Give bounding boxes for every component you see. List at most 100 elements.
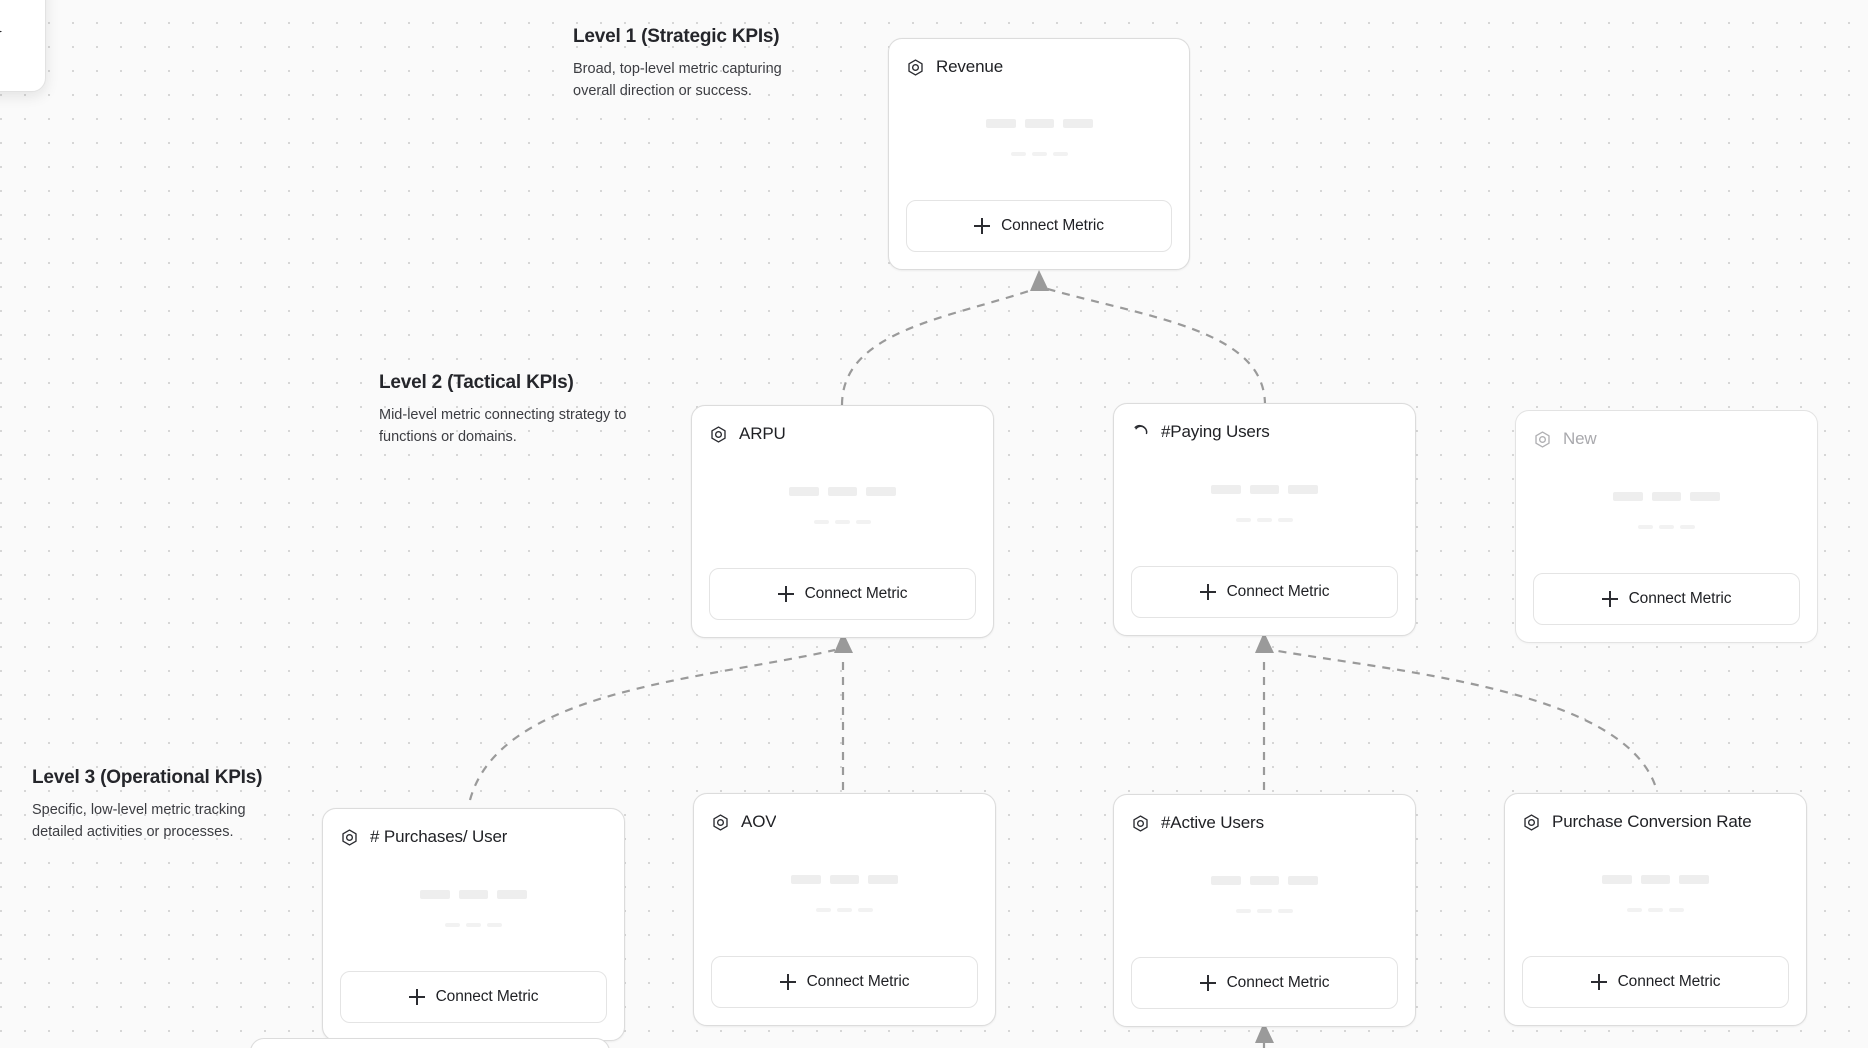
skeleton-row-secondary [1236,908,1293,913]
connect-metric-button[interactable]: Connect Metric [340,971,607,1023]
connect-metric-label: Connect Metric [435,988,539,1005]
card-header: #Active Users [1131,811,1398,835]
skeleton-row-secondary [814,519,871,524]
card-skeleton-body [1131,835,1398,957]
level-1-title: Level 1 (Strategic KPIs) [573,26,780,47]
skeleton-row-primary [1613,491,1720,501]
card-skeleton-body [1131,444,1398,566]
skeleton-bar [1250,875,1279,885]
skeleton-bar [1211,484,1241,494]
skeleton-bar [1659,524,1674,529]
hexagon-metric-icon [1535,430,1550,448]
metric-card-revenue[interactable]: Revenue Connect Metric [888,38,1190,270]
skeleton-bar [1010,152,1026,156]
connect-metric-label: Connect Metric [804,585,908,602]
skeleton-row-secondary [1236,517,1293,522]
card-header: AOV [711,810,978,834]
card-title: Revenue [936,57,1003,76]
skeleton-bar [1679,874,1709,884]
skeleton-bar [487,922,502,927]
edge-arpu-to-revenue [840,286,1039,406]
skeleton-row-secondary [1627,907,1684,912]
skeleton-row-primary [1211,875,1318,885]
skeleton-bar [830,874,859,884]
skeleton-bar [1236,517,1251,522]
skeleton-bar [1288,484,1318,494]
skeleton-bar [856,519,871,524]
plus-icon [777,586,794,602]
hexagon-metric-icon [908,58,923,76]
loading-spinner-icon [1134,424,1148,439]
skeleton-bar [816,907,831,912]
floating-toolbar-panel[interactable] [0,0,46,92]
connect-metric-button[interactable]: Connect Metric [906,200,1172,252]
skeleton-bar [1641,874,1670,884]
connect-metric-label: Connect Metric [1001,217,1104,234]
skeleton-bar [985,119,1016,128]
connect-metric-button[interactable]: Connect Metric [1533,573,1800,625]
hexagon-metric-icon [1133,814,1148,832]
skeleton-row-secondary [1010,152,1068,156]
skeleton-bar [814,519,829,524]
skeleton-bar [1288,875,1318,885]
plus-icon [408,989,425,1005]
connect-metric-button[interactable]: Connect Metric [1131,566,1398,618]
level-1-label-block: Level 1 (Strategic KPIs) Broad, top-leve… [573,26,823,102]
card-header: ARPU [709,422,976,446]
metric-card-arpu[interactable]: ARPU Connect Metric [691,405,994,638]
skeleton-bar [445,922,460,927]
skeleton-bar [497,889,527,899]
card-title: AOV [741,812,777,831]
skeleton-bar [1680,524,1695,529]
metric-card-aov[interactable]: AOV Connect Metric [693,793,996,1026]
connect-metric-label: Connect Metric [1628,590,1732,607]
metric-card-offscreen-stub[interactable] [250,1038,610,1048]
hexagon-metric-icon [711,425,726,443]
connect-metric-button[interactable]: Connect Metric [1131,957,1398,1009]
card-title: #Paying Users [1161,422,1270,441]
skeleton-row-primary [789,486,896,496]
level-3-title: Level 3 (Operational KPIs) [32,767,263,788]
connect-metric-button[interactable]: Connect Metric [711,956,978,1008]
connect-metric-button[interactable]: Connect Metric [709,568,976,620]
metric-card-paying-users[interactable]: #Paying Users Connect Metric [1113,403,1416,636]
skeleton-row-primary [791,874,898,884]
hexagon-metric-icon [1524,813,1539,831]
card-title: # Purchases/ User [370,827,508,846]
skeleton-bar [1669,907,1684,912]
connect-metric-button[interactable]: Connect Metric [1522,956,1789,1008]
metric-card-new[interactable]: New Connect Metric [1515,410,1818,643]
metric-card-purchases-per-user[interactable]: # Purchases/ User Connect Metric [322,808,625,1041]
level-3-label-block: Level 3 (Operational KPIs) Specific, low… [32,767,282,843]
skeleton-row-secondary [1638,524,1695,529]
skeleton-bar [791,874,821,884]
plus-icon [1199,975,1216,991]
plus-icon [1590,974,1607,990]
card-header: Purchase Conversion Rate [1522,810,1789,834]
metric-card-purchase-conversion-rate[interactable]: Purchase Conversion Rate Connect Metric [1504,793,1807,1026]
skeleton-bar [1638,524,1653,529]
plus-icon [1601,591,1618,607]
card-skeleton-body [1522,834,1789,956]
skeleton-bar [466,922,481,927]
skeleton-bar [1211,875,1241,885]
connect-metric-label: Connect Metric [1226,583,1330,600]
hexagon-metric-icon [342,828,357,846]
card-skeleton-body [709,446,976,568]
skeleton-row-primary [420,889,527,899]
skeleton-bar [828,486,857,496]
metric-card-active-users[interactable]: #Active Users Connect Metric [1113,794,1416,1027]
connect-metric-label: Connect Metric [1226,974,1330,991]
skeleton-row-primary [985,119,1093,128]
edge-purchases-to-arpu [468,648,836,801]
skeleton-row-secondary [445,922,502,927]
card-skeleton-body [340,849,607,971]
arrowhead-revenue [1030,270,1049,291]
card-header: Revenue [906,55,1172,79]
edge-paying-users-to-revenue [1043,286,1267,406]
level-3-description: Specific, low-level metric tracking deta… [32,802,246,840]
skeleton-bar [868,874,898,884]
skeleton-bar [1613,491,1643,501]
plus-icon [974,218,991,234]
